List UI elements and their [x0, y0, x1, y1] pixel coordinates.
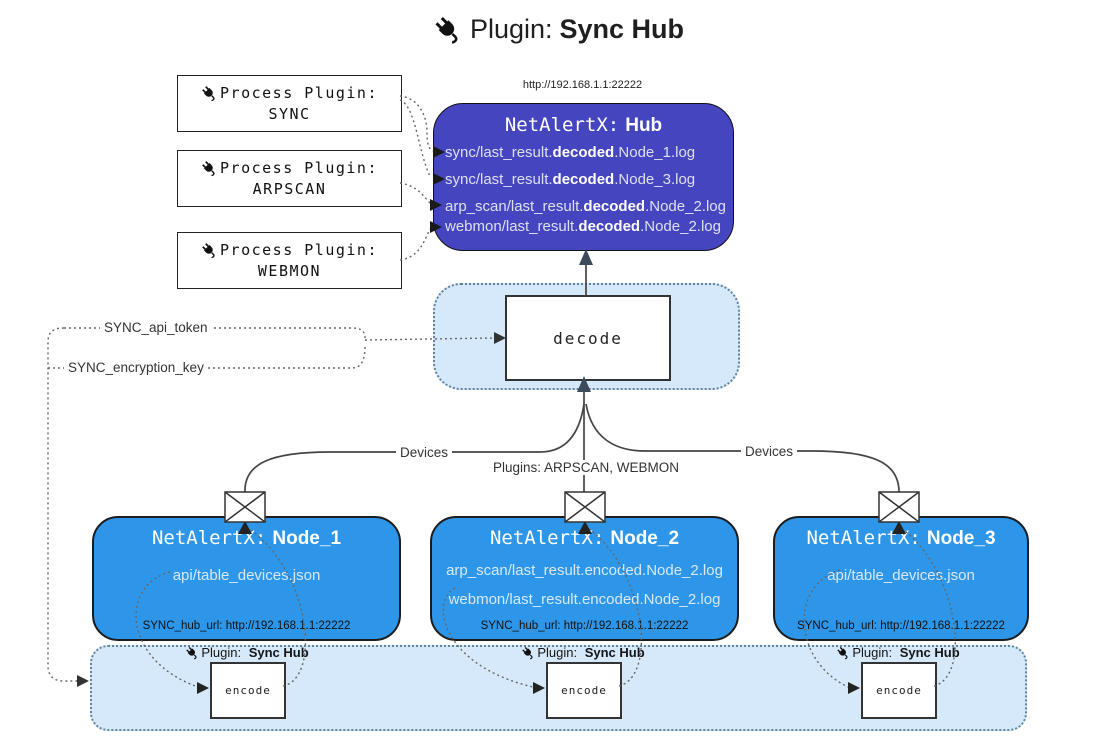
page-title-prefix: Plugin: — [469, 14, 553, 44]
plug-icon — [836, 646, 850, 660]
dotted-plugin-links — [399, 95, 434, 261]
hub-url: http://192.168.1.1:22222 — [522, 79, 643, 91]
decode-box: decode — [505, 295, 671, 381]
hub-file-1: sync/last_result.decoded.Node_1.log — [445, 144, 696, 161]
hub-box: NetAlertX:Hub sync/last_result.decoded.N… — [433, 103, 734, 251]
node-1-box: NetAlertX:Node_1 api/table_devices.json … — [92, 516, 401, 641]
sync-api-token-label: SYNC_api_token — [100, 320, 212, 335]
sync-encryption-key-label: SYNC_encryption_key — [64, 360, 208, 375]
process-plugin-label: Process Plugin: — [220, 84, 378, 102]
encoder-2-label: Plugin: Sync Hub — [521, 645, 645, 660]
hub-title: NetAlertX:Hub — [434, 114, 733, 137]
plug-icon — [201, 85, 218, 102]
plug-icon — [201, 160, 218, 177]
encode-box-3: encode — [861, 662, 937, 719]
page-title: Plugin: Sync Hub — [433, 14, 684, 45]
hub-file-3: arp_scan/last_result.decoded.Node_2.log — [445, 198, 726, 215]
process-plugin-name: ARPSCAN — [252, 180, 327, 198]
node-2-box: NetAlertX:Node_2 arp_scan/last_result.en… — [430, 516, 739, 641]
process-plugin-arpscan: Process Plugin: ARPSCAN — [177, 150, 402, 207]
process-plugin-name: SYNC — [268, 105, 311, 123]
encoder-1-label: Plugin: Sync Hub — [185, 645, 309, 660]
devices-right-label: Devices — [741, 444, 798, 459]
node-3-file: api/table_devices.json — [827, 567, 975, 584]
process-plugin-webmon: Process Plugin: WEBMON — [177, 232, 402, 289]
node-1-title: NetAlertX:Node_1 — [151, 527, 342, 549]
arrow-into-hub — [579, 249, 593, 265]
plug-icon — [433, 15, 463, 45]
arrow-config-band — [77, 675, 89, 687]
process-plugin-label: Process Plugin: — [220, 241, 378, 259]
hub-file-4: webmon/last_result.decoded.Node_2.log — [445, 218, 721, 235]
process-plugin-sync: Process Plugin: SYNC — [177, 75, 402, 132]
plug-icon — [185, 646, 199, 660]
encoder-3-label: Plugin: Sync Hub — [836, 645, 960, 660]
plug-icon — [201, 242, 218, 259]
node-3-title: NetAlertX:Node_3 — [806, 527, 996, 549]
node-2-file-1: arp_scan/last_result.encoded.Node_2.log — [446, 562, 723, 579]
node-1-hub-url: SYNC_hub_url: http://192.168.1.1:22222 — [142, 620, 351, 632]
node-2-hub-url: SYNC_hub_url: http://192.168.1.1:22222 — [480, 620, 689, 632]
process-plugin-name: WEBMON — [257, 262, 322, 280]
node-2-title: NetAlertX:Node_2 — [489, 527, 680, 549]
node-3-box: NetAlertX:Node_3 api/table_devices.json … — [773, 516, 1029, 641]
node-1-file: api/table_devices.json — [172, 567, 321, 584]
process-plugin-label: Process Plugin: — [220, 159, 378, 177]
hub-file-2: sync/last_result.decoded.Node_3.log — [445, 171, 696, 188]
devices-left-label: Devices — [396, 445, 453, 460]
page-title-name: Sync Hub — [559, 14, 685, 44]
encode-box-2: encode — [546, 662, 622, 719]
hub-title-prefix: NetAlertX: — [504, 114, 620, 136]
plugins-center-label: Plugins: ARPSCAN, WEBMON — [488, 460, 684, 475]
plug-icon — [521, 646, 535, 660]
node-3-hub-url: SYNC_hub_url: http://192.168.1.1:22222 — [797, 620, 1005, 632]
hub-title-name: Hub — [625, 115, 663, 136]
node-2-file-2: webmon/last_result.encoded.Node_2.log — [448, 591, 721, 608]
encode-box-1: encode — [210, 662, 286, 719]
